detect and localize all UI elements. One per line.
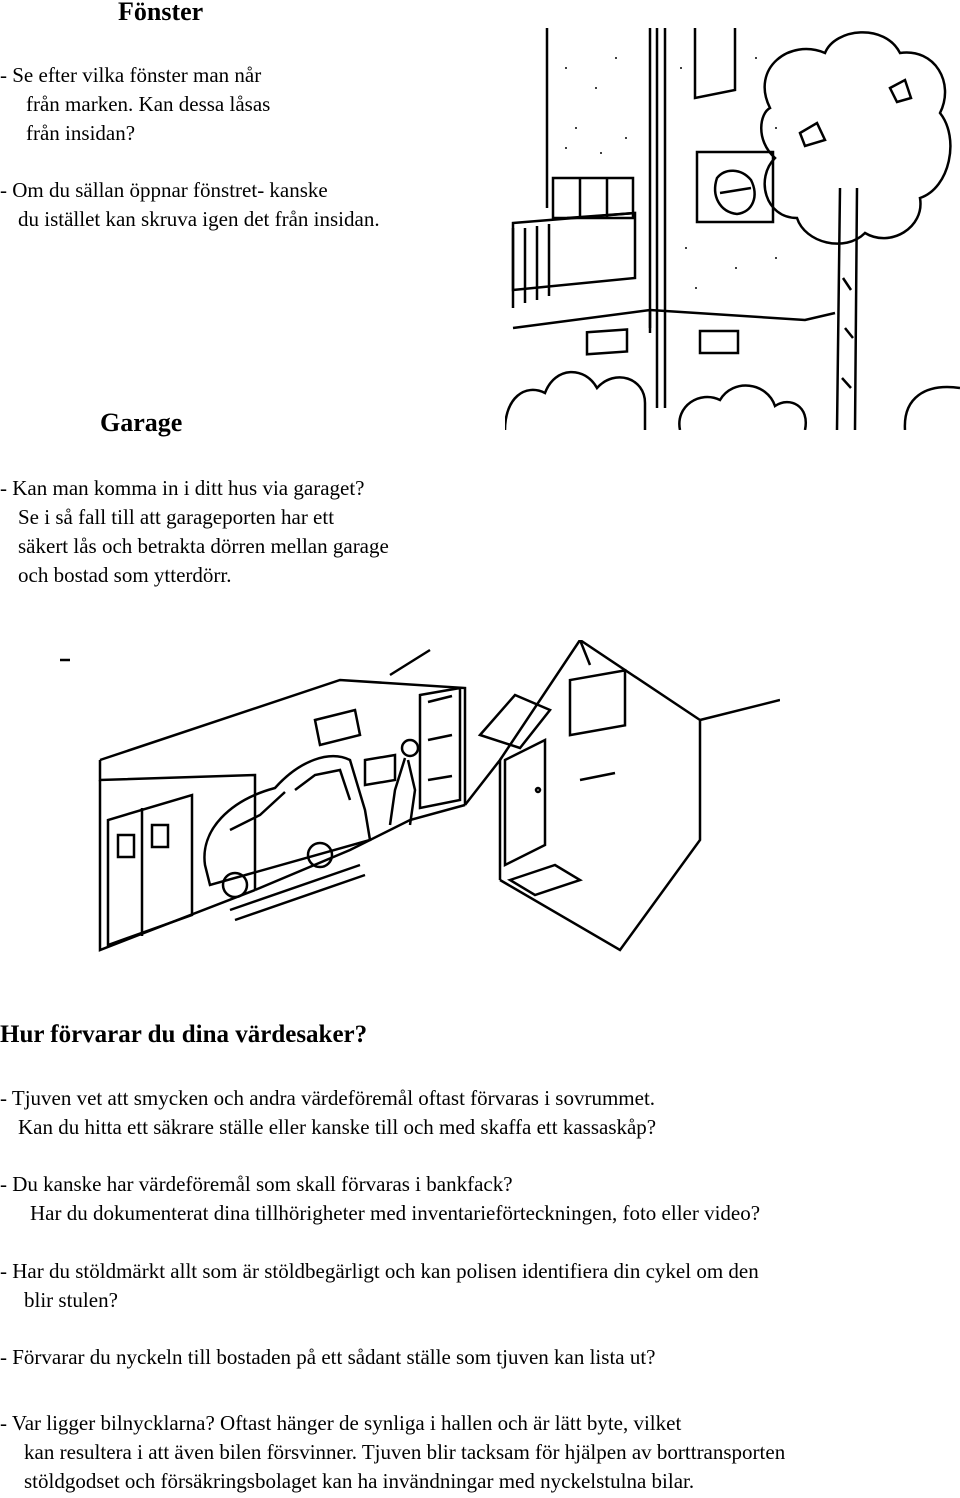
garage-line: och bostad som ytterdörr. bbox=[18, 563, 232, 587]
fonster-line: - Om du sällan öppnar fönstret- kanske bbox=[0, 178, 328, 202]
heading-fonster: Fönster bbox=[118, 0, 204, 26]
garage-illustration bbox=[60, 640, 780, 980]
heading-garage: Garage bbox=[100, 408, 183, 437]
fonster-line: - Se efter vilka fönster man når bbox=[0, 63, 262, 87]
vardesaker-line: - Tjuven vet att smycken och andra värde… bbox=[0, 1086, 656, 1110]
vardesaker-line: kan resultera i att även bilen försvinne… bbox=[24, 1440, 786, 1464]
garage-line: Se i så fall till att garageporten har e… bbox=[18, 505, 335, 529]
vardesaker-line: - Du kanske har värdeföremål som skall f… bbox=[0, 1172, 513, 1196]
vardesaker-line: stöldgodset och försäkringsbolaget kan h… bbox=[24, 1469, 695, 1493]
building-window-illustration bbox=[505, 28, 960, 430]
garage-line: - Kan man komma in i ditt hus via garage… bbox=[0, 476, 365, 500]
fonster-line: från insidan? bbox=[26, 121, 136, 145]
vardesaker-line: Har du dokumenterat dina tillhörigheter … bbox=[30, 1201, 761, 1225]
vardesaker-line: Kan du hitta ett säkrare ställe eller ka… bbox=[18, 1115, 657, 1139]
fonster-line: du istället kan skruva igen det från ins… bbox=[18, 207, 380, 231]
fonster-line: från marken. Kan dessa låsas bbox=[26, 92, 271, 116]
heading-vardesaker: Hur förvarar du dina värdesaker? bbox=[0, 1021, 368, 1048]
garage-line: säkert lås och betrakta dörren mellan ga… bbox=[18, 534, 389, 558]
vardesaker-line: - Har du stöldmärkt allt som är stöldbeg… bbox=[0, 1259, 759, 1283]
vardesaker-line: - Var ligger bilnycklarna? Oftast hänger… bbox=[0, 1411, 682, 1435]
vardesaker-line: - Förvarar du nyckeln till bostaden på e… bbox=[0, 1345, 656, 1369]
vardesaker-line: blir stulen? bbox=[24, 1288, 118, 1312]
